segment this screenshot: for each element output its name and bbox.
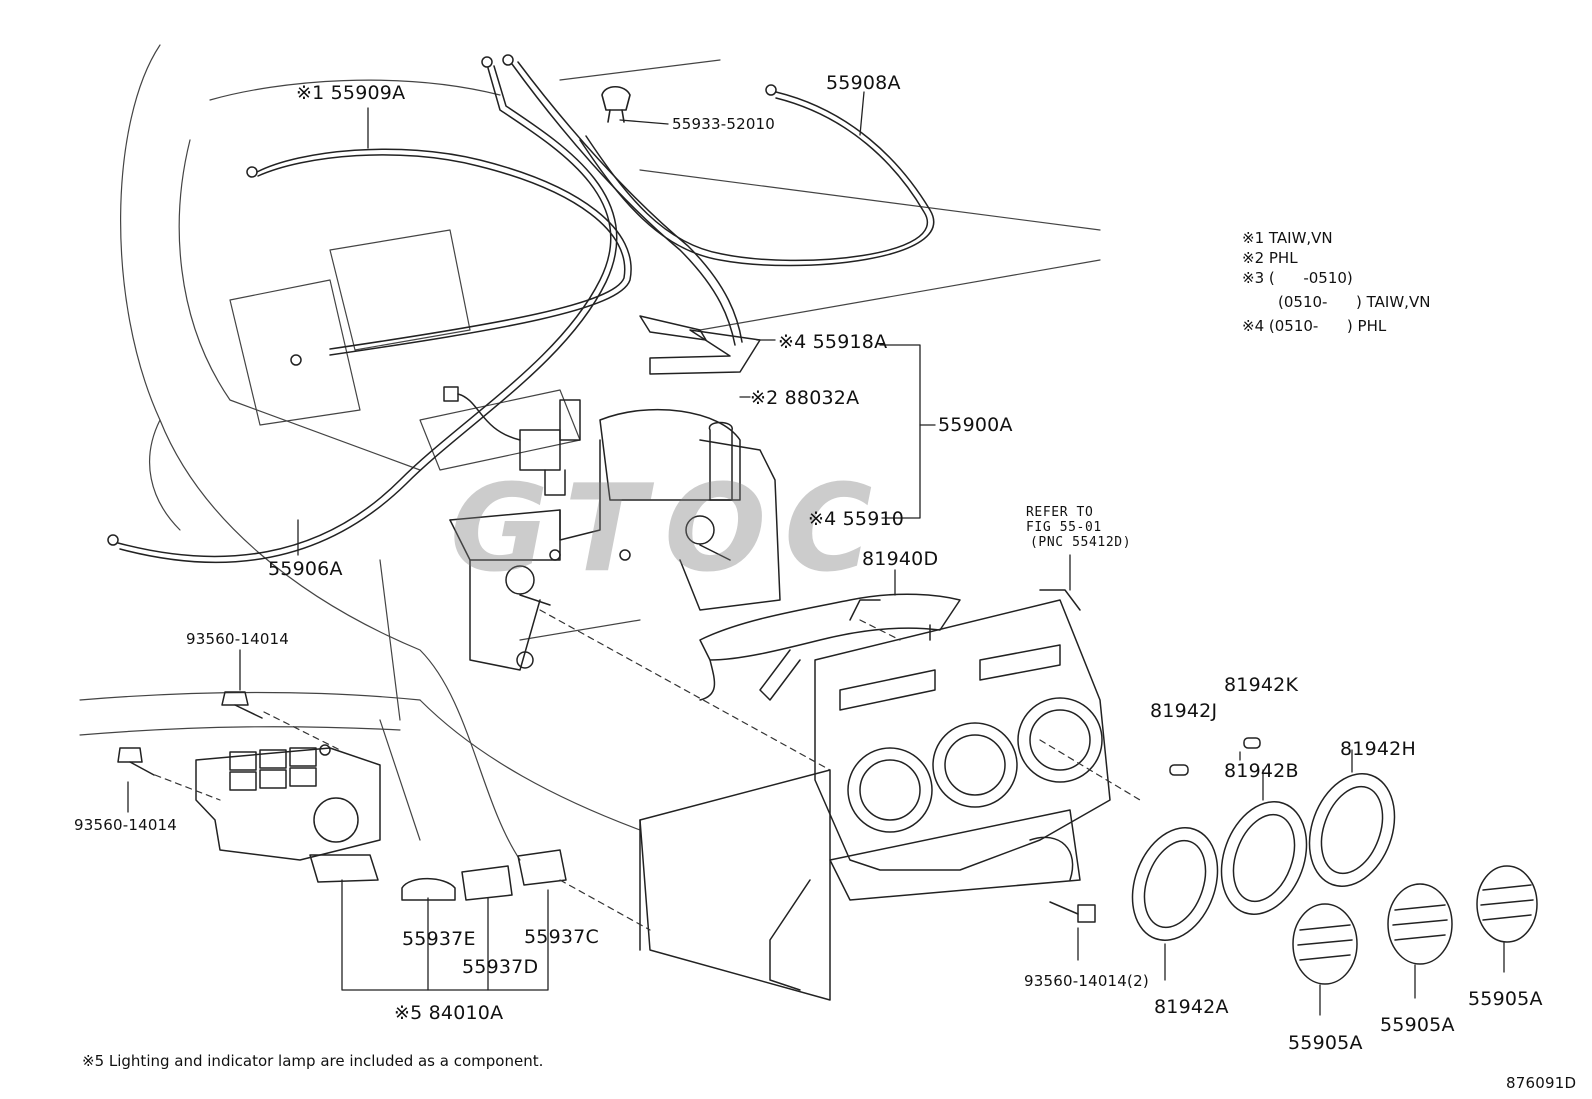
- switch-panel-84010a: [195, 744, 381, 883]
- cable-55909a: [246, 148, 632, 366]
- knob-55905a-3: [1476, 865, 1538, 943]
- cable-center: [502, 54, 743, 346]
- figure-id: 876091D: [1506, 1074, 1577, 1092]
- label-81942b: 81942B: [1224, 760, 1299, 782]
- pad-81942j: [1169, 764, 1189, 776]
- note-5: ※5 Lighting and indicator lamp are inclu…: [82, 1052, 544, 1070]
- label-81942h: 81942H: [1340, 738, 1416, 760]
- servo-88032a: [443, 386, 581, 496]
- refer-line-3: (PNC 55412D): [1030, 535, 1132, 550]
- label-93560-14014-2: 93560-14014(2): [1024, 972, 1149, 990]
- dashed-guides: [154, 609, 1141, 931]
- refer-line-2: FIG 55-01: [1026, 520, 1102, 535]
- screw-left-a: [221, 691, 263, 719]
- ring-81942a: [1131, 827, 1219, 941]
- label-55910: ※4 55910: [808, 508, 905, 530]
- label-88032a: ※2 88032A: [750, 387, 860, 409]
- knob-55905a-1: [1292, 903, 1358, 985]
- ring-81942h: [1308, 773, 1396, 887]
- label-55909a: ※1 55909A: [296, 82, 406, 104]
- dashboard-outline: [79, 44, 1101, 861]
- label-55905a-2: 55905A: [1380, 1014, 1455, 1036]
- bracket-81940d: [699, 593, 961, 701]
- note-3b: (0510- ) TAIW,VN: [1278, 293, 1431, 311]
- label-81942a: 81942A: [1154, 996, 1229, 1018]
- heater-control-panel: [639, 589, 1111, 1001]
- control-assembly-55900a: [449, 408, 781, 671]
- screw-left-b: [117, 747, 155, 776]
- label-55937d: 55937D: [462, 956, 539, 978]
- label-55906a: 55906A: [268, 558, 343, 580]
- watermark: GTOC: [450, 460, 891, 599]
- label-55905a-1: 55905A: [1288, 1032, 1363, 1054]
- note-2: ※2 PHL: [1242, 249, 1298, 267]
- label-81942k: 81942K: [1224, 674, 1299, 696]
- label-55900a: 55900A: [938, 414, 1013, 436]
- label-81940d: 81940D: [862, 548, 939, 570]
- label-55905a-3: 55905A: [1468, 988, 1543, 1010]
- switch-knob-55937e: [401, 877, 456, 901]
- label-55937c: 55937C: [524, 926, 599, 948]
- clip-55933: [601, 85, 631, 123]
- label-93560-14014-b: 93560-14014: [74, 816, 178, 834]
- cable-55908a: [579, 84, 935, 267]
- lever-55918a: [639, 315, 761, 375]
- pad-81942k: [1243, 737, 1261, 749]
- label-55918a: ※4 55918A: [778, 331, 888, 353]
- label-55937e: 55937E: [402, 928, 476, 950]
- knob-55905a-2: [1387, 883, 1453, 965]
- note-3: ※3 ( -0510): [1242, 269, 1353, 287]
- note-4: ※4 (0510- ) PHL: [1242, 317, 1387, 335]
- ring-81942b: [1220, 801, 1308, 915]
- label-55933-52010: 55933-52010: [672, 115, 776, 133]
- label-81942j: 81942J: [1150, 700, 1218, 722]
- screw-right: [1049, 901, 1096, 923]
- switch-knob-55937d: [461, 865, 513, 901]
- leader-lines: [127, 91, 1505, 1016]
- label-55908a: 55908A: [826, 72, 901, 94]
- note-1: ※1 TAIW,VN: [1242, 229, 1333, 247]
- label-84010a: ※5 84010A: [394, 1002, 504, 1024]
- switch-knob-55937c: [517, 849, 567, 886]
- refer-line-1: REFER TO: [1026, 505, 1094, 520]
- label-93560-14014-a: 93560-14014: [186, 630, 290, 648]
- cable-55906a: [107, 56, 618, 564]
